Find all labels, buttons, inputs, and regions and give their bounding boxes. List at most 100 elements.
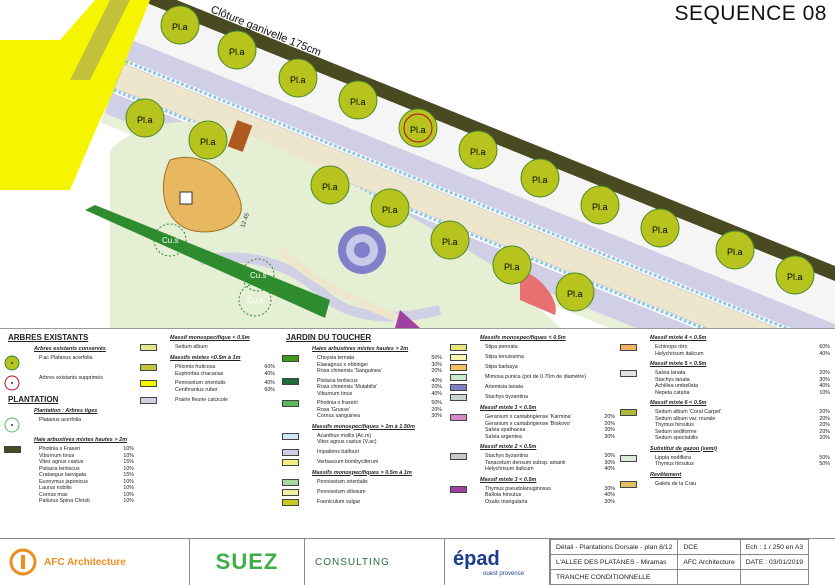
legend-swatch (140, 380, 157, 387)
plant-percentage: 20% (819, 415, 830, 422)
legend-swatch (4, 446, 21, 453)
plant-name: Thymus pseudolanuginosus (485, 485, 551, 492)
legend-item: Foeniculum vulgar (282, 498, 442, 506)
tree-label: Pl.a (567, 289, 583, 299)
plant-name: Prairie fleurie calcicole (175, 397, 228, 403)
cu-label: Cu.s (162, 236, 178, 245)
legend-item: Sedum album (140, 344, 275, 351)
title-block-cell: TRANCHE CONDITIONNELLE (549, 569, 679, 585)
tree-platanus (278, 58, 318, 98)
tree-platanus (430, 220, 470, 260)
tree-label: Pl.a (172, 22, 188, 32)
legend-subheading: Massifs mixtes <0.5m à 1m (170, 355, 241, 361)
massif-olive (70, 0, 130, 80)
legend-subheading: Massifs monospecifiques < 0.5m (480, 335, 566, 341)
plant-name: Rosa chinensis 'Sanguinea' (317, 368, 382, 374)
plant-name: Salvia lanata (655, 370, 686, 376)
tree-label: Pl.a (322, 182, 338, 192)
plant-percentage: 40% (431, 390, 442, 397)
legend-swatch (282, 498, 299, 506)
plant-name: Nepeta cataria (655, 389, 690, 396)
plant-name: Sedum sediforme (655, 428, 697, 435)
legend-item: Sedum album 'Coral Carpet'Sedum album va… (620, 409, 830, 442)
plant-percentage: 30% (604, 485, 615, 492)
plant-percentage: 60% (264, 364, 275, 370)
plant-percentage: 30% (604, 453, 615, 459)
tree-platanus (338, 80, 378, 120)
tree-platanus (125, 98, 165, 138)
plant-percentage: 30% (604, 427, 615, 433)
legend-item: Mimosa punica (pot de 0.70m de diamètre) (450, 374, 615, 381)
plant-name: Photinia x Fraseri (39, 446, 81, 452)
plant-name: Pennisetum orientalis (317, 478, 368, 485)
legend-swatch (282, 432, 299, 440)
legend-item: Platanus acerfolia (4, 417, 134, 433)
shrub-cornus (153, 223, 187, 257)
title-block-cell: AFC Architecture (677, 554, 741, 570)
title-block-cell: Détail - Plantations Dorsale - plan 8/12 (549, 539, 679, 555)
legend-swatch (450, 414, 467, 421)
plant-name: Arbres existants supprimés (39, 375, 103, 381)
legend-swatch (450, 344, 467, 351)
legend-item: Artemisia lanata (450, 384, 615, 391)
plant-name: Artemisia lanata (485, 384, 523, 390)
plant-percentage: 60% (264, 386, 275, 393)
plant-name: Thymus hirsutus (655, 422, 694, 428)
removed-tree-icon (4, 375, 21, 391)
afc-logo: AFC Architecture (0, 539, 190, 585)
gravel-area (162, 156, 242, 233)
tree-label: Pl.a (229, 47, 245, 57)
plant-name: Tanacetum densum subsp. amanii (485, 459, 566, 466)
plant-name: Lippia nodiflora (655, 454, 691, 461)
title-block-cell: DATE : 03/01/2019 (739, 554, 810, 570)
tree-platanus (310, 165, 350, 205)
legend-item: Geranium x cantabrigiense 'Karmina'Geran… (450, 414, 615, 440)
legend-swatch (282, 355, 299, 362)
shrub-cornus (238, 283, 272, 317)
plant-name: Sedum album 'Coral Carpet' (655, 409, 722, 415)
title-block-cell: Ech : 1 / 250 en A3 (739, 539, 810, 555)
prairie-band (126, 40, 835, 328)
tree-platanus (775, 255, 815, 295)
legend-swatch (620, 344, 637, 351)
legend-swatch (620, 480, 637, 488)
plant-name: Impatiens balfouri (317, 448, 359, 455)
legend-item: Stipa pennata (450, 344, 615, 351)
legend-swatch (282, 458, 299, 466)
legend-swatch (450, 453, 467, 460)
plant-name: Paliurus Spina Christi (39, 498, 90, 504)
legend-subheading: Massif mixte 2 < 0.5m (480, 444, 537, 450)
tree-label: Pl.a (592, 202, 608, 212)
legend-swatch (282, 448, 299, 456)
plant-name: Ballota hirsutus (485, 492, 522, 498)
legend-item: Verbascum bombyciferum (282, 458, 442, 466)
plant-percentage: 50% (819, 461, 830, 467)
plant-name: Stipa tenuissima (485, 354, 524, 360)
legend-swatch (140, 364, 157, 371)
plant-name: Cornus mas (39, 491, 68, 498)
cu-label: Cu.s (247, 296, 263, 305)
legend-swatch (620, 370, 637, 377)
legend-swatch (620, 409, 637, 416)
dimension-label: 12.45 (240, 212, 251, 229)
site-plan: Pl.aPl.aPl.aPl.aPl.aPl.aPl.aPl.aPl.aPl.a… (0, 0, 835, 328)
plant-name: Viburnum tinus (317, 390, 353, 397)
legend-section: JARDIN DU TOUCHER (282, 333, 442, 342)
removed-tree-marker (403, 113, 433, 143)
tree-platanus (520, 158, 560, 198)
plant-percentage: 40% (264, 380, 275, 386)
title-block-cell (739, 569, 810, 585)
plant-name: Stachys lanata (655, 376, 690, 383)
